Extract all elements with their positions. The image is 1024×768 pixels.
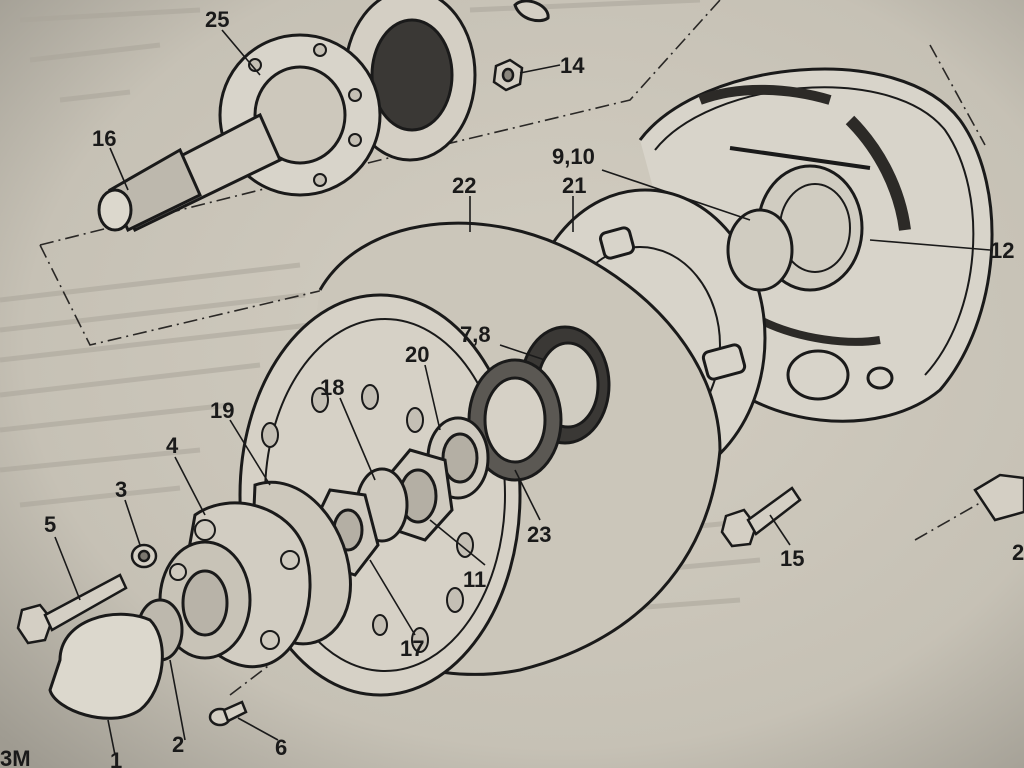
callout-3: 3 (115, 477, 127, 502)
callout-5: 5 (44, 512, 56, 537)
callout-12: 12 (990, 238, 1014, 263)
callout-9-10: 9,10 (552, 144, 595, 169)
inner-bearing-9-10 (726, 164, 864, 292)
washer-3 (130, 543, 158, 569)
bolt-5 (16, 573, 128, 645)
callout-14: 14 (560, 53, 585, 78)
callout-11: 11 (463, 567, 486, 592)
callout-2-edge: 2 (1012, 540, 1024, 565)
nut-14 (492, 58, 524, 92)
page-marker: 3M (0, 746, 31, 768)
callout-25: 25 (205, 7, 229, 32)
callout-17: 17 (400, 636, 424, 661)
leader-lines (54, 29, 991, 756)
callout-16: 16 (92, 126, 116, 151)
callout-6: 6 (275, 735, 287, 760)
callout-21: 21 (562, 173, 586, 198)
callout-2: 2 (172, 732, 184, 757)
callout-7-8: 7,8 (460, 322, 491, 347)
callout-22: 22 (452, 173, 476, 198)
callout-20: 20 (405, 342, 429, 367)
callout-23: 23 (527, 522, 551, 547)
callout-1: 1 (110, 748, 122, 768)
bolt-15 (720, 486, 802, 548)
oil-seal-23 (467, 358, 563, 482)
callout-4: 4 (166, 433, 179, 458)
callout-18: 18 (320, 375, 344, 400)
callout-labels: 25 16 14 22 21 9,10 12 7,8 20 18 19 4 3 … (0, 7, 1024, 768)
screw-6 (208, 700, 248, 727)
callout-19: 19 (210, 398, 234, 423)
stud-edge-2 (973, 473, 1024, 522)
hub-cap (48, 598, 184, 720)
callout-15: 15 (780, 546, 804, 571)
